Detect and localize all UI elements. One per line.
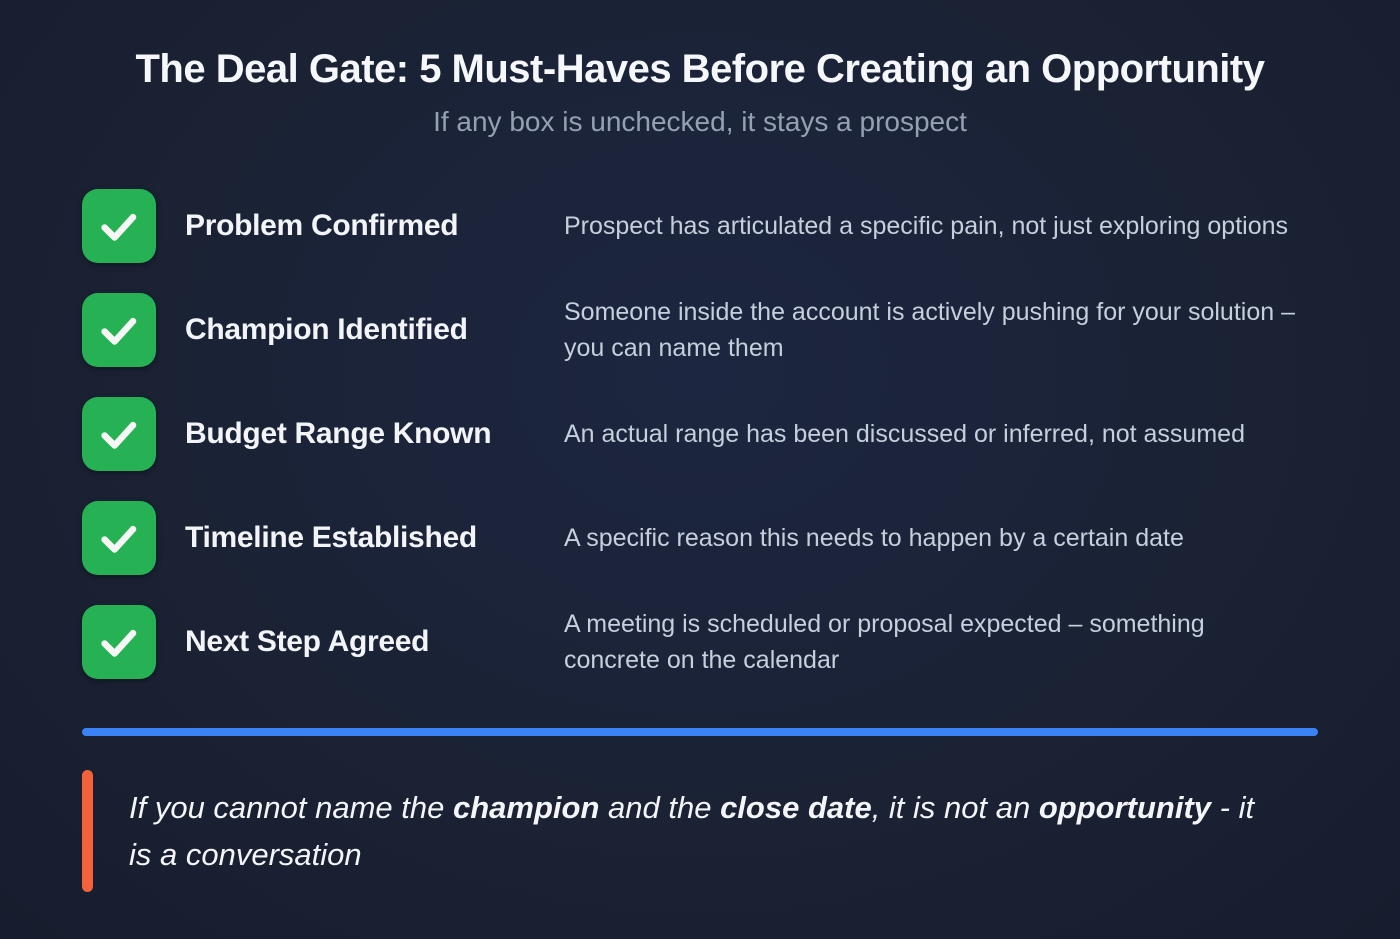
callout-segment-bold: champion (453, 790, 600, 825)
callout-segment-bold: close date (720, 790, 872, 825)
checklist-row-next-step-agreed: Next Step Agreed A meeting is scheduled … (82, 605, 1318, 679)
checkmark-icon (101, 629, 137, 657)
checklist-row-champion-identified: Champion Identified Someone inside the a… (82, 293, 1318, 367)
checkbox-checked (82, 189, 156, 263)
callout-segment: - it is a conversation (129, 790, 1255, 872)
checkmark-icon (101, 525, 137, 553)
checklist-item-label: Budget Range Known (185, 417, 492, 450)
page-subtitle: If any box is unchecked, it stays a pros… (433, 106, 967, 137)
checklist-item-description: An actual range has been discussed or in… (564, 420, 1245, 448)
checklist-row-budget-range-known: Budget Range Known An actual range has b… (82, 397, 1318, 471)
callout-segment: and the (599, 790, 721, 825)
callout-segment-bold: opportunity (1038, 790, 1212, 825)
callout-text: If you cannot name the champion and the … (93, 770, 1273, 892)
page-title: The Deal Gate: 5 Must-Haves Before Creat… (135, 47, 1266, 91)
callout-segment: , it is not an (871, 790, 1039, 825)
checklist-item-description: A specific reason this needs to happen b… (564, 524, 1184, 552)
checklist-row-problem-confirmed: Problem Confirmed Prospect has articulat… (82, 189, 1318, 263)
checkbox-checked (82, 501, 156, 575)
callout-segment: If you cannot name the (129, 790, 453, 825)
bottom-callout: If you cannot name the champion and the … (82, 770, 1318, 892)
checklist-item-description: Someone inside the account is actively p… (564, 298, 1295, 362)
checklist-item-label: Next Step Agreed (185, 625, 430, 658)
checkbox-checked (82, 605, 156, 679)
orange-accent-bar (82, 770, 93, 892)
blue-divider-line (82, 728, 1318, 736)
checkbox-checked (82, 397, 156, 471)
checklist-item-label: Champion Identified (185, 313, 468, 346)
checkmark-icon (101, 421, 137, 449)
checklist: Problem Confirmed Prospect has articulat… (82, 189, 1318, 679)
checklist-item-label: Timeline Established (185, 521, 477, 554)
checklist-row-timeline-established: Timeline Established A specific reason t… (82, 501, 1318, 575)
checkmark-icon (101, 317, 137, 345)
checkmark-icon (101, 213, 137, 241)
checklist-item-label: Problem Confirmed (185, 209, 459, 242)
checklist-item-description: A meeting is scheduled or proposal expec… (564, 610, 1205, 674)
checkbox-checked (82, 293, 156, 367)
checklist-item-description: Prospect has articulated a specific pain… (564, 212, 1289, 240)
